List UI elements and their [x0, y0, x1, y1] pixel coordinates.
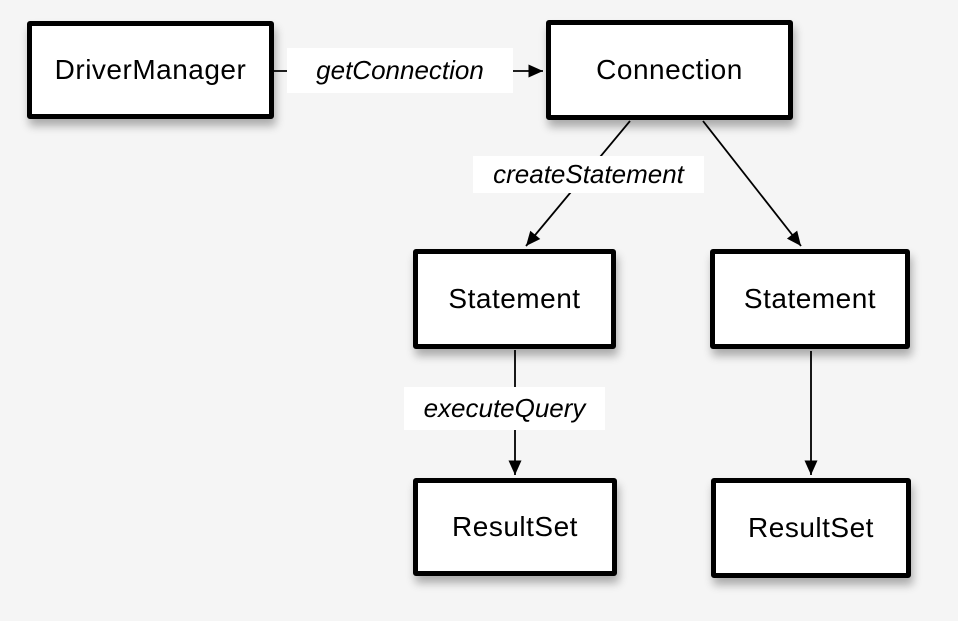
edge-line-connection-to-statement-right — [702, 120, 802, 247]
node-statement-right-label: Statement — [743, 283, 877, 314]
edge-label-createstatement: createStatement — [473, 156, 704, 193]
node-connection-label: Connection — [596, 54, 743, 85]
node-resultset-right-label: ResultSet — [748, 512, 874, 543]
node-drivermanager: DriverManager — [27, 21, 274, 119]
node-drivermanager-label: DriverManager — [54, 54, 247, 85]
node-statement-left-label: Statement — [448, 283, 581, 314]
node-resultset-left-label: ResultSet — [452, 511, 578, 542]
node-connection: Connection — [546, 20, 793, 120]
edge-label-getconnection: getConnection — [287, 48, 513, 93]
node-resultset-right: ResultSet — [711, 478, 911, 578]
node-statement-left: Statement — [413, 249, 616, 349]
node-statement-right: Statement — [710, 249, 910, 349]
edge-label-executequery: executeQuery — [404, 387, 605, 430]
node-resultset-left: ResultSet — [413, 478, 617, 576]
